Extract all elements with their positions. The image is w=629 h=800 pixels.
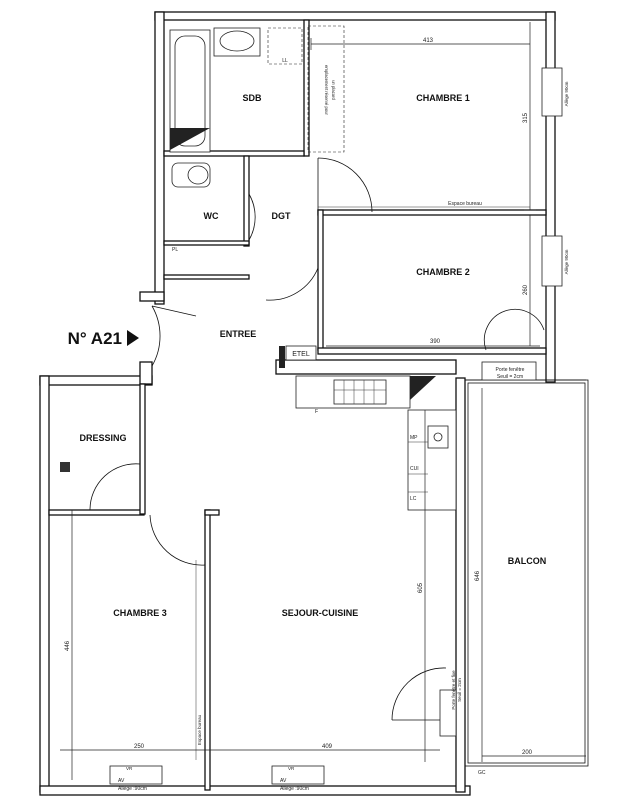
dim-ch3-height: 446	[65, 640, 71, 651]
annotation-placard-1: emplacement réservé pour	[324, 65, 329, 115]
window-ch3-av: AV	[118, 778, 125, 784]
dim-balcon-height: 646	[475, 570, 481, 581]
room-label-balcon: BALCON	[508, 556, 547, 566]
dim-sejour-width: 409	[322, 744, 333, 750]
dim-ch1-height: 315	[523, 112, 529, 123]
dim-ch2-height: 260	[523, 284, 529, 295]
window-sejour-av: AV	[280, 778, 287, 784]
annotation-pl: PL	[172, 247, 178, 253]
annotation-etel: ETEL	[292, 351, 310, 358]
dim-ch3-width: 250	[134, 744, 145, 750]
dim-ch1-width: 413	[423, 38, 434, 44]
annotation-gc: GC	[478, 770, 486, 776]
room-label-sejour-cuisine: SEJOUR-CUISINE	[282, 608, 359, 618]
annotation-porte-fenetre-1: Porte fenêtre	[496, 367, 525, 373]
annotation-mp: MP	[410, 435, 418, 441]
room-label-chambre-1: CHAMBRE 1	[416, 93, 470, 103]
window-sejour-vr: VR	[288, 766, 295, 771]
window-ch2-allege: Allège 90cm	[564, 249, 569, 274]
room-label-wc: WC	[204, 211, 219, 221]
room-label-dressing: DRESSING	[79, 433, 126, 443]
dim-ch2-width: 390	[430, 339, 441, 345]
room-label-sdb: SDB	[242, 93, 262, 103]
apartment-arrow-icon	[127, 330, 139, 346]
dimension-lines	[60, 22, 586, 780]
annotation-seuil-2: Seuil = 2cm	[457, 678, 462, 702]
annotation-ll: LL	[282, 58, 288, 64]
room-label-chambre-3: CHAMBRE 3	[113, 608, 167, 618]
annotation-seuil-1: Seuil = 2cm	[497, 374, 523, 380]
room-label-dgt: DGT	[272, 211, 292, 221]
window-sejour-allege: Allège :90cm	[280, 786, 309, 792]
annotation-espace-bureau-2: Espace bureau	[197, 714, 202, 745]
doors	[89, 157, 545, 721]
annotation-placard-2: un placard	[331, 80, 336, 100]
annotation-espace-bureau: Espace bureau	[448, 201, 482, 207]
apartment-number: N° A21	[68, 329, 122, 348]
windows	[109, 67, 563, 785]
annotation-lc: LC	[410, 496, 417, 502]
walls	[39, 11, 556, 796]
window-ch1-allege: Allège 90cm	[564, 81, 569, 106]
room-label-entree: ENTREE	[220, 329, 257, 339]
annotation-cui: CUI	[410, 466, 419, 472]
dim-sejour-height: 605	[418, 582, 424, 593]
window-ch3-vr: VR	[126, 766, 133, 771]
dim-balcon-width: 200	[522, 750, 533, 756]
window-ch3-allege: Allège :90cm	[118, 786, 147, 792]
annotation-f: F	[315, 409, 318, 415]
annotation-porte-fenetre-2: Porte fenêtre et fixe	[451, 670, 456, 710]
fixtures	[60, 25, 589, 767]
room-label-chambre-2: CHAMBRE 2	[416, 267, 470, 277]
